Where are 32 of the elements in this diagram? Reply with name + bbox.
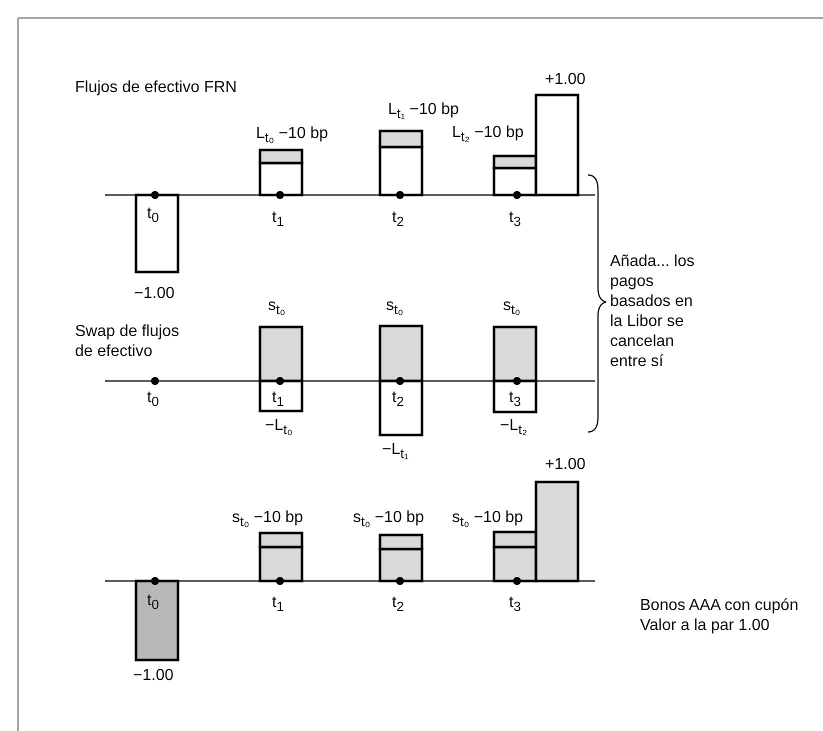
amount-label: −L$_{t₀}$ <box>265 416 292 440</box>
note: Añada... los pagos basados en la Libor se cancelan entre sí <box>610 252 696 372</box>
time-label: t$_{0}$ <box>147 204 159 228</box>
time-label: t$_{0}$ <box>147 591 159 614</box>
amount-label: −L$_{t₂}$ <box>500 416 528 440</box>
amount-label: s$_{t₀}$ <box>503 296 520 320</box>
row-title: Bonos AAA con cupón Valor a la par 1.00 <box>640 596 800 636</box>
time-label: t$_{3}$ <box>509 593 521 616</box>
amount-label: −1.00 <box>134 284 174 304</box>
amount-label: s$_{t₀}$ −10 bp <box>232 508 304 532</box>
time-label: t$_{3}$ <box>509 388 521 412</box>
amount-label: s$_{t₀}$ −10 bp <box>353 508 424 532</box>
time-label: t$_{3}$ <box>509 208 521 232</box>
time-label: t$_{1}$ <box>272 388 284 412</box>
time-label: t$_{2}$ <box>392 208 404 232</box>
amount-label: −L$_{t₁}$ <box>382 440 408 464</box>
amount-label: L$_{t₀}$ −10 bp <box>256 124 328 148</box>
amount-label: s$_{t₀}$ −10 bp <box>452 508 524 532</box>
row-title: Swap de flujos de efectivo <box>75 322 180 362</box>
amount-label: −1.00 <box>133 666 174 686</box>
amount-label: s$_{t₀}$ <box>386 296 404 320</box>
amount-label: L$_{t₂}$ −10 bp <box>452 123 524 146</box>
amount-label: s$_{t₀}$ <box>268 296 286 320</box>
amount-label: +1.00 <box>545 455 586 475</box>
time-label: t$_{2}$ <box>392 593 404 616</box>
time-label: t$_{1}$ <box>272 208 284 232</box>
amount-label: +1.00 <box>545 70 586 90</box>
time-label: t$_{2}$ <box>392 388 404 412</box>
time-label: t$_{0}$ <box>147 388 159 412</box>
time-label: t$_{1}$ <box>272 593 284 616</box>
row-title: Flujos de efectivo FRN <box>75 78 237 98</box>
amount-label: L$_{t₁}$ −10 bp <box>388 100 459 124</box>
